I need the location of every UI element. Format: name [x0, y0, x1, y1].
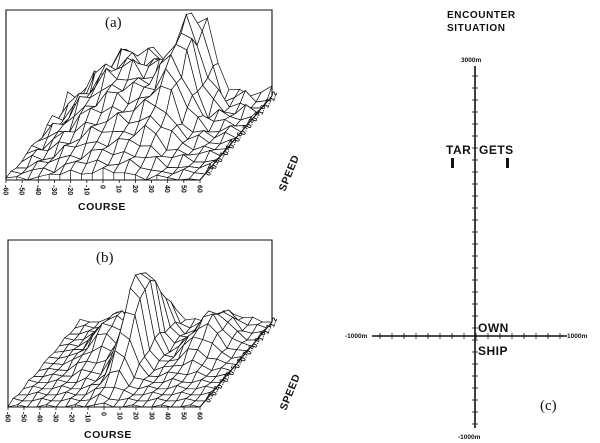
speed-tick-label: 0.3 — [217, 152, 227, 164]
course-tick-label: 10 — [116, 412, 123, 420]
speed-tick-label: 0.2 — [211, 385, 221, 397]
frame-back — [7, 239, 273, 407]
speed-tick-label: 1.0 — [257, 104, 267, 116]
frame-back — [5, 9, 273, 180]
course-tick-label: -50 — [18, 185, 25, 195]
speed-tick-label: 0.5 — [228, 138, 238, 150]
course-tick-label: -50 — [20, 412, 27, 422]
speed-tick-labels-a: 0.10.20.30.40.50.60.70.80.91.01.11.2 — [205, 91, 279, 177]
speed-tick-label: 0.4 — [223, 145, 233, 157]
course-tick-label: 30 — [147, 185, 154, 193]
speed-tick-label: 1.2 — [269, 317, 279, 329]
course-axis-title-a: COURSE — [78, 201, 126, 213]
course-tick-label: -20 — [68, 412, 75, 422]
axis-ticks — [379, 75, 561, 425]
course-tick-label: -30 — [52, 412, 59, 422]
speed-tick-label: 0.3 — [217, 378, 227, 390]
course-tick-label: 40 — [163, 185, 170, 193]
surface-mesh-a — [5, 12, 273, 181]
course-axis-title-b: COURSE — [84, 429, 132, 441]
course-tick-label: 20 — [131, 185, 138, 193]
course-tick-label: -40 — [34, 185, 41, 195]
course-tick-label: -30 — [50, 185, 57, 195]
course-tick-label: 20 — [132, 412, 139, 420]
target-ship-marker-left — [451, 158, 454, 168]
speed-tick-label: 1.1 — [263, 324, 273, 336]
panel-label-c: (c) — [540, 398, 557, 414]
panel-label-b: (b) — [96, 250, 114, 266]
speed-tick-label: 0.8 — [246, 118, 256, 130]
bottom-range-label: -1000m — [458, 434, 481, 441]
course-tick-label: -10 — [82, 185, 89, 195]
speed-tick-label: 0.9 — [252, 337, 262, 349]
speed-tick-label: 1.1 — [263, 98, 273, 110]
speed-tick-label: 0.1 — [205, 392, 215, 404]
course-tick-labels-b: -60 -50 -40 -30 -20 -10 0 10 20 30 40 50 60 — [4, 407, 203, 422]
speed-tick-labels-b: 0.10.20.30.40.50.60.70.80.91.01.11.2 — [205, 317, 279, 404]
course-tick-label: 0 — [100, 412, 107, 416]
surface-mesh-b — [7, 272, 273, 408]
speed-axis-title-b: SPEED — [278, 372, 303, 412]
speed-tick-label: 0.4 — [223, 372, 233, 384]
course-tick-labels-a: -60 -50 -40 -30 -20 -10 0 10 20 30 40 50 60 — [2, 180, 203, 195]
course-tick-label: -60 — [2, 185, 9, 195]
course-tick-label: -20 — [66, 185, 73, 195]
top-range-label: 3000m — [461, 57, 481, 64]
speed-tick-label: 0.2 — [211, 159, 221, 171]
course-tick-label: 30 — [148, 412, 155, 420]
speed-tick-label: 1.0 — [257, 331, 267, 343]
speed-tick-label: 0.7 — [240, 351, 250, 363]
speed-tick-label: 0.7 — [240, 125, 250, 137]
course-tick-label: -10 — [84, 412, 91, 422]
course-tick-label: 60 — [196, 412, 203, 420]
course-tick-label: 40 — [164, 412, 171, 420]
left-range-label: -1000m — [345, 333, 368, 340]
panel-label-a: (a) — [105, 15, 122, 31]
target-ship-marker-right — [506, 158, 509, 168]
speed-tick-label: 0.5 — [228, 365, 238, 377]
encounter-situation-diagram: ENCOUNTER SITUATION 3000m -1000m -1000m … — [345, 10, 587, 441]
own-ship-label-ship: SHIP — [478, 344, 508, 358]
course-tick-label: -60 — [4, 412, 11, 422]
course-tick-label: -40 — [36, 412, 43, 422]
speed-tick-label: 0.6 — [234, 358, 244, 370]
encounter-title-line2: SITUATION — [447, 23, 506, 34]
speed-tick-label: 0.1 — [205, 165, 215, 177]
right-range-label: 1000m — [567, 333, 587, 340]
course-tick-label: 60 — [196, 185, 203, 193]
course-tick-label: 10 — [115, 185, 122, 193]
speed-tick-label: 0.8 — [246, 344, 256, 356]
encounter-title-line1: ENCOUNTER — [447, 10, 516, 21]
speed-tick-label: 0.6 — [234, 131, 244, 143]
targets-label-part1: TAR — [446, 143, 471, 157]
speed-tick-label: 1.2 — [269, 91, 279, 103]
own-ship-label-own: OWN — [478, 321, 509, 335]
speed-tick-label: 0.9 — [252, 111, 262, 123]
course-tick-label: 50 — [180, 412, 187, 420]
speed-axis-title-a: SPEED — [277, 153, 302, 193]
course-tick-label: 0 — [99, 185, 106, 189]
course-tick-label: 50 — [179, 185, 186, 193]
targets-label-part2: GETS — [479, 143, 514, 157]
